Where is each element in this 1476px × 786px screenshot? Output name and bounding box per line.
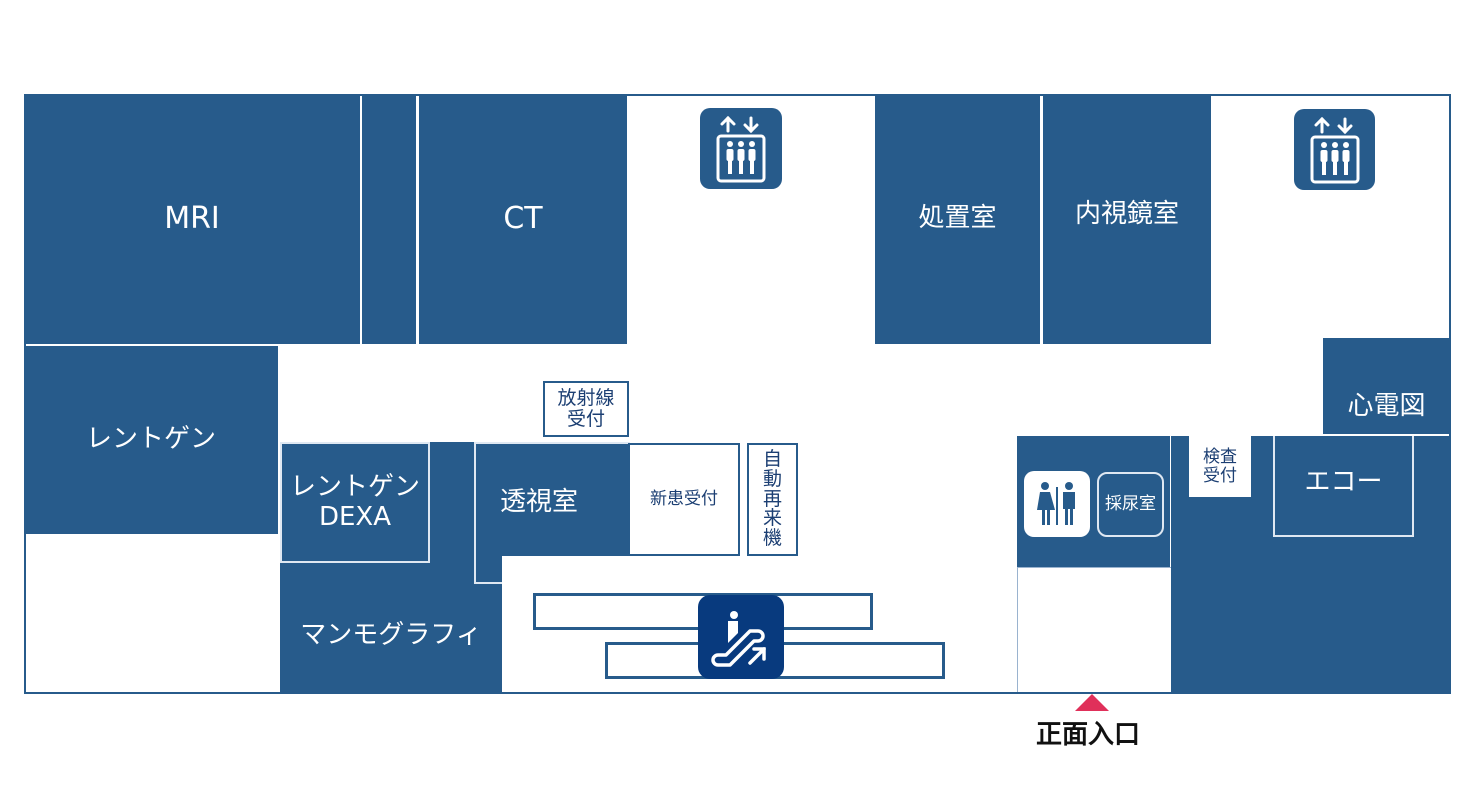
auto-return-machine[interactable]: 自 動 再 来 機 xyxy=(747,443,798,556)
room-ecg[interactable]: 心電図 xyxy=(1323,338,1450,434)
bottom-wall xyxy=(280,692,1451,694)
room-endoscopy-label: 内視鏡室 xyxy=(1074,199,1179,229)
entrance-vestibule xyxy=(1017,567,1172,693)
room-xray-label: レントゲン xyxy=(85,424,216,455)
room-ct[interactable]: CT xyxy=(419,94,627,344)
room-echo-label: エコー xyxy=(1304,467,1383,497)
exam-reception-label-1: 検査 xyxy=(1203,446,1237,467)
room-narrow-storage xyxy=(362,94,416,344)
room-mri[interactable]: MRI xyxy=(24,94,360,344)
radiology-reception-label-1: 放射線 xyxy=(557,387,615,410)
elevator-icon xyxy=(716,115,766,182)
room-urine-collection-label: 採尿室 xyxy=(1105,493,1156,514)
room-ecg-label: 心電図 xyxy=(1347,391,1426,422)
room-xray[interactable]: レントゲン xyxy=(24,346,278,534)
room-treatment-label: 処置室 xyxy=(918,203,997,234)
room-mammography-label: マンモグラフィ xyxy=(300,620,482,651)
room-treatment[interactable]: 処置室 xyxy=(875,94,1040,344)
escalator-icon xyxy=(711,611,766,667)
room-fluoroscopy-label: 透視室 xyxy=(500,487,579,517)
new-patient-reception-label: 新患受付 xyxy=(650,489,718,510)
elevator-icon xyxy=(1310,116,1359,183)
room-echo[interactable]: エコー xyxy=(1273,436,1414,537)
radiology-reception-label-2: 受付 xyxy=(566,408,605,430)
auto-return-machine-char: 動 xyxy=(762,467,782,490)
auto-return-machine-char: 来 xyxy=(762,507,782,530)
radiology-reception[interactable]: 放射線 受付 xyxy=(543,381,629,437)
elevator-left[interactable] xyxy=(700,108,782,189)
exam-reception-label-2: 受付 xyxy=(1203,465,1237,486)
room-xray-dexa-label-2: DEXA xyxy=(318,501,392,532)
restroom[interactable] xyxy=(1024,471,1090,537)
escalator[interactable] xyxy=(698,595,784,679)
room-endoscopy[interactable]: 内視鏡室 xyxy=(1043,94,1211,344)
exam-reception[interactable]: 検査 受付 xyxy=(1189,436,1251,497)
room-mri-label: MRI xyxy=(164,200,220,236)
elevator-right[interactable] xyxy=(1294,109,1375,190)
room-ct-label: CT xyxy=(503,200,543,236)
triangle-up-icon xyxy=(1075,694,1109,711)
main-entrance-label: 正面入口 xyxy=(1036,720,1141,750)
auto-return-machine-char: 機 xyxy=(762,527,782,550)
auto-return-machine-char: 再 xyxy=(762,487,782,510)
room-urine-collection[interactable]: 採尿室 xyxy=(1097,472,1164,537)
restroom-icon xyxy=(1037,482,1075,525)
room-xray-dexa-label-1: レントゲン xyxy=(289,471,420,502)
room-xray-dexa[interactable]: レントゲン DEXA xyxy=(280,442,430,563)
new-patient-reception[interactable]: 新患受付 xyxy=(628,443,740,556)
auto-return-machine-char: 自 xyxy=(762,447,782,470)
